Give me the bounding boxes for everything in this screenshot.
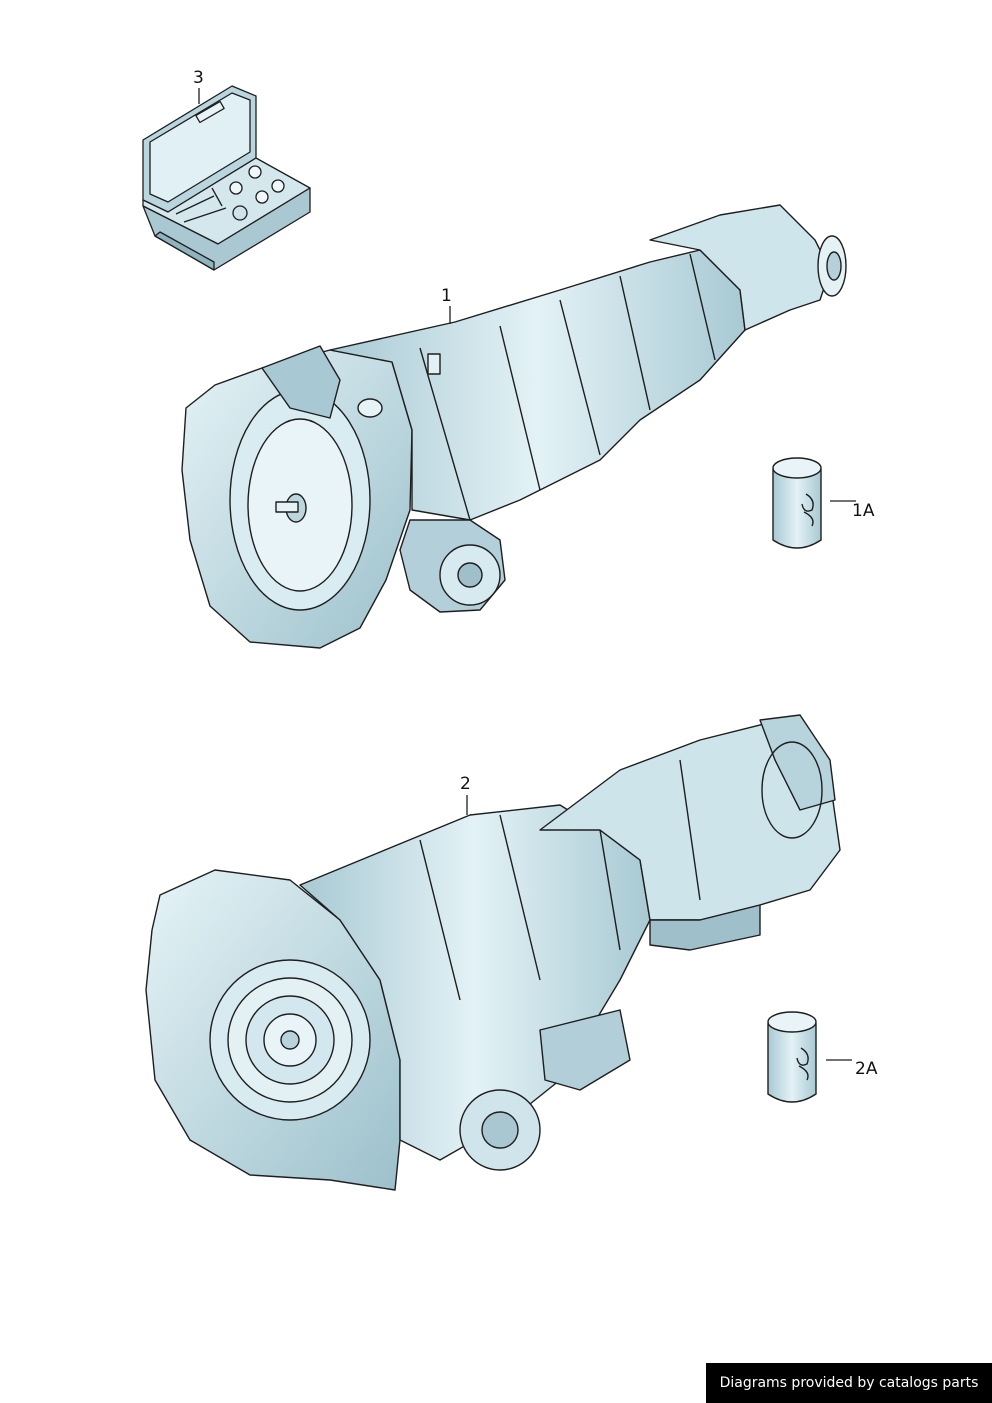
manual-transmission-icon[interactable]	[181, 204, 847, 649]
callout-2[interactable]: 2	[460, 774, 471, 794]
footer-credit-banner: Diagrams provided by catalogs parts	[706, 1363, 992, 1403]
callout-1[interactable]: 1	[441, 286, 452, 306]
oil-can-2a-icon[interactable]	[767, 1011, 817, 1103]
callout-2a[interactable]: 2A	[855, 1059, 878, 1079]
oil-can-1a-icon[interactable]	[772, 457, 822, 549]
callout-3[interactable]: 3	[193, 68, 204, 88]
callout-1a[interactable]: 1A	[852, 501, 875, 521]
service-kit-case-icon[interactable]	[142, 85, 311, 271]
automatic-transmission-icon[interactable]	[145, 714, 841, 1191]
footer-credit-text: Diagrams provided by catalogs parts	[719, 1375, 979, 1391]
